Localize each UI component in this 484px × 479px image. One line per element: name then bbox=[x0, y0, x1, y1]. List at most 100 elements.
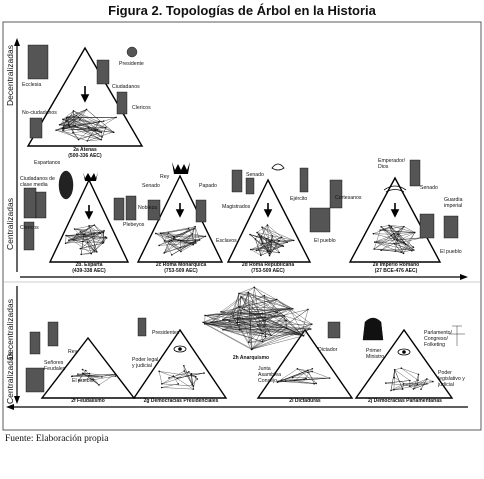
network-node bbox=[303, 378, 305, 381]
network-node bbox=[282, 245, 285, 247]
network-node bbox=[204, 314, 206, 317]
network-node bbox=[112, 131, 115, 134]
network-node bbox=[193, 227, 195, 230]
network-node bbox=[190, 372, 193, 375]
label-magistrados: Magistrados bbox=[222, 204, 251, 210]
network-node bbox=[417, 379, 419, 382]
network-node bbox=[72, 239, 74, 241]
figure-title: Figura 2. Topologías de Árbol en la Hist… bbox=[108, 3, 376, 18]
network-node bbox=[82, 240, 84, 243]
network-node bbox=[62, 129, 64, 132]
network-node bbox=[392, 232, 395, 235]
network-node bbox=[400, 367, 403, 369]
network-node bbox=[278, 251, 280, 254]
network-node bbox=[393, 389, 395, 391]
network-node bbox=[93, 233, 95, 235]
network-node bbox=[394, 250, 397, 252]
network-node bbox=[77, 116, 80, 119]
label-nobleza: Nobleza bbox=[138, 205, 158, 211]
network-node bbox=[90, 252, 93, 255]
network-node bbox=[172, 375, 175, 377]
network-node bbox=[379, 229, 382, 231]
network-node bbox=[87, 126, 90, 129]
network-node bbox=[264, 319, 266, 322]
label-rey-feudal: Rey bbox=[68, 349, 78, 355]
network-node bbox=[98, 384, 100, 386]
network-node bbox=[283, 315, 285, 317]
network-node bbox=[417, 373, 420, 376]
network-node bbox=[81, 368, 84, 371]
network-node bbox=[393, 238, 396, 241]
network-node bbox=[247, 291, 250, 294]
network-node bbox=[101, 376, 103, 378]
flow-arrows bbox=[80, 86, 400, 220]
label-el-pueblo-imperio: El pueblo bbox=[440, 249, 462, 255]
network-node bbox=[403, 225, 405, 228]
network-node bbox=[65, 234, 67, 237]
network-node bbox=[105, 126, 107, 129]
caption-parlamentarias: 2j Democracias Parlamentarias bbox=[368, 398, 442, 404]
caption-roma-monarquica-dates: (753-509 AEC) bbox=[164, 268, 198, 274]
network-node bbox=[62, 127, 64, 130]
network-node bbox=[236, 321, 239, 324]
network-node bbox=[62, 118, 64, 121]
network-node bbox=[270, 251, 272, 253]
network-node bbox=[103, 230, 105, 232]
network-node bbox=[176, 377, 178, 379]
network-node bbox=[75, 114, 78, 117]
network-node bbox=[268, 252, 271, 255]
network-node bbox=[96, 129, 99, 131]
network-node bbox=[180, 250, 182, 253]
axis-label-central-bottom: Centralizadas bbox=[5, 352, 15, 404]
network-node bbox=[204, 235, 207, 238]
network-node bbox=[79, 119, 81, 121]
network-node bbox=[286, 241, 288, 244]
network-node bbox=[168, 377, 170, 379]
network-node bbox=[393, 376, 396, 379]
triangle-imperio-romano bbox=[348, 176, 442, 263]
network-node bbox=[163, 240, 166, 242]
network-node bbox=[413, 231, 416, 234]
network-node bbox=[196, 378, 199, 380]
network-node bbox=[100, 131, 103, 134]
network-node bbox=[311, 370, 314, 373]
network-node bbox=[228, 320, 231, 323]
network-node bbox=[264, 316, 266, 319]
network-node bbox=[411, 249, 413, 252]
network-node bbox=[385, 382, 387, 384]
network-node bbox=[88, 225, 90, 227]
label-presidentes: Presidentes bbox=[152, 330, 180, 336]
network-node bbox=[291, 376, 294, 379]
network-node bbox=[220, 311, 222, 313]
network-node bbox=[64, 242, 67, 245]
axis-label-central-top: Centralizadas bbox=[5, 198, 15, 250]
network-node bbox=[238, 305, 240, 308]
network-node bbox=[67, 116, 69, 118]
network-node bbox=[409, 379, 411, 382]
network-node bbox=[240, 296, 242, 298]
network-node bbox=[268, 254, 271, 257]
network-node bbox=[432, 380, 434, 383]
network-node bbox=[403, 241, 405, 244]
network-node bbox=[390, 234, 392, 237]
network-node bbox=[99, 232, 102, 235]
network-node bbox=[380, 249, 382, 252]
network-node bbox=[374, 241, 376, 243]
network-node bbox=[72, 131, 74, 134]
network-node bbox=[177, 383, 180, 385]
network-node bbox=[114, 375, 117, 377]
network-node bbox=[104, 236, 107, 238]
crown-icon-esparta bbox=[83, 172, 98, 181]
network-node bbox=[58, 124, 61, 126]
network-node bbox=[55, 129, 57, 131]
network-node bbox=[250, 348, 253, 351]
network-node bbox=[269, 240, 271, 243]
network-node bbox=[261, 333, 264, 335]
network-node bbox=[260, 235, 262, 238]
network-node bbox=[315, 382, 318, 385]
network-node bbox=[62, 126, 65, 129]
network-node bbox=[65, 117, 68, 119]
network-node bbox=[261, 242, 264, 245]
network-node bbox=[198, 239, 201, 241]
network-node bbox=[426, 382, 428, 385]
